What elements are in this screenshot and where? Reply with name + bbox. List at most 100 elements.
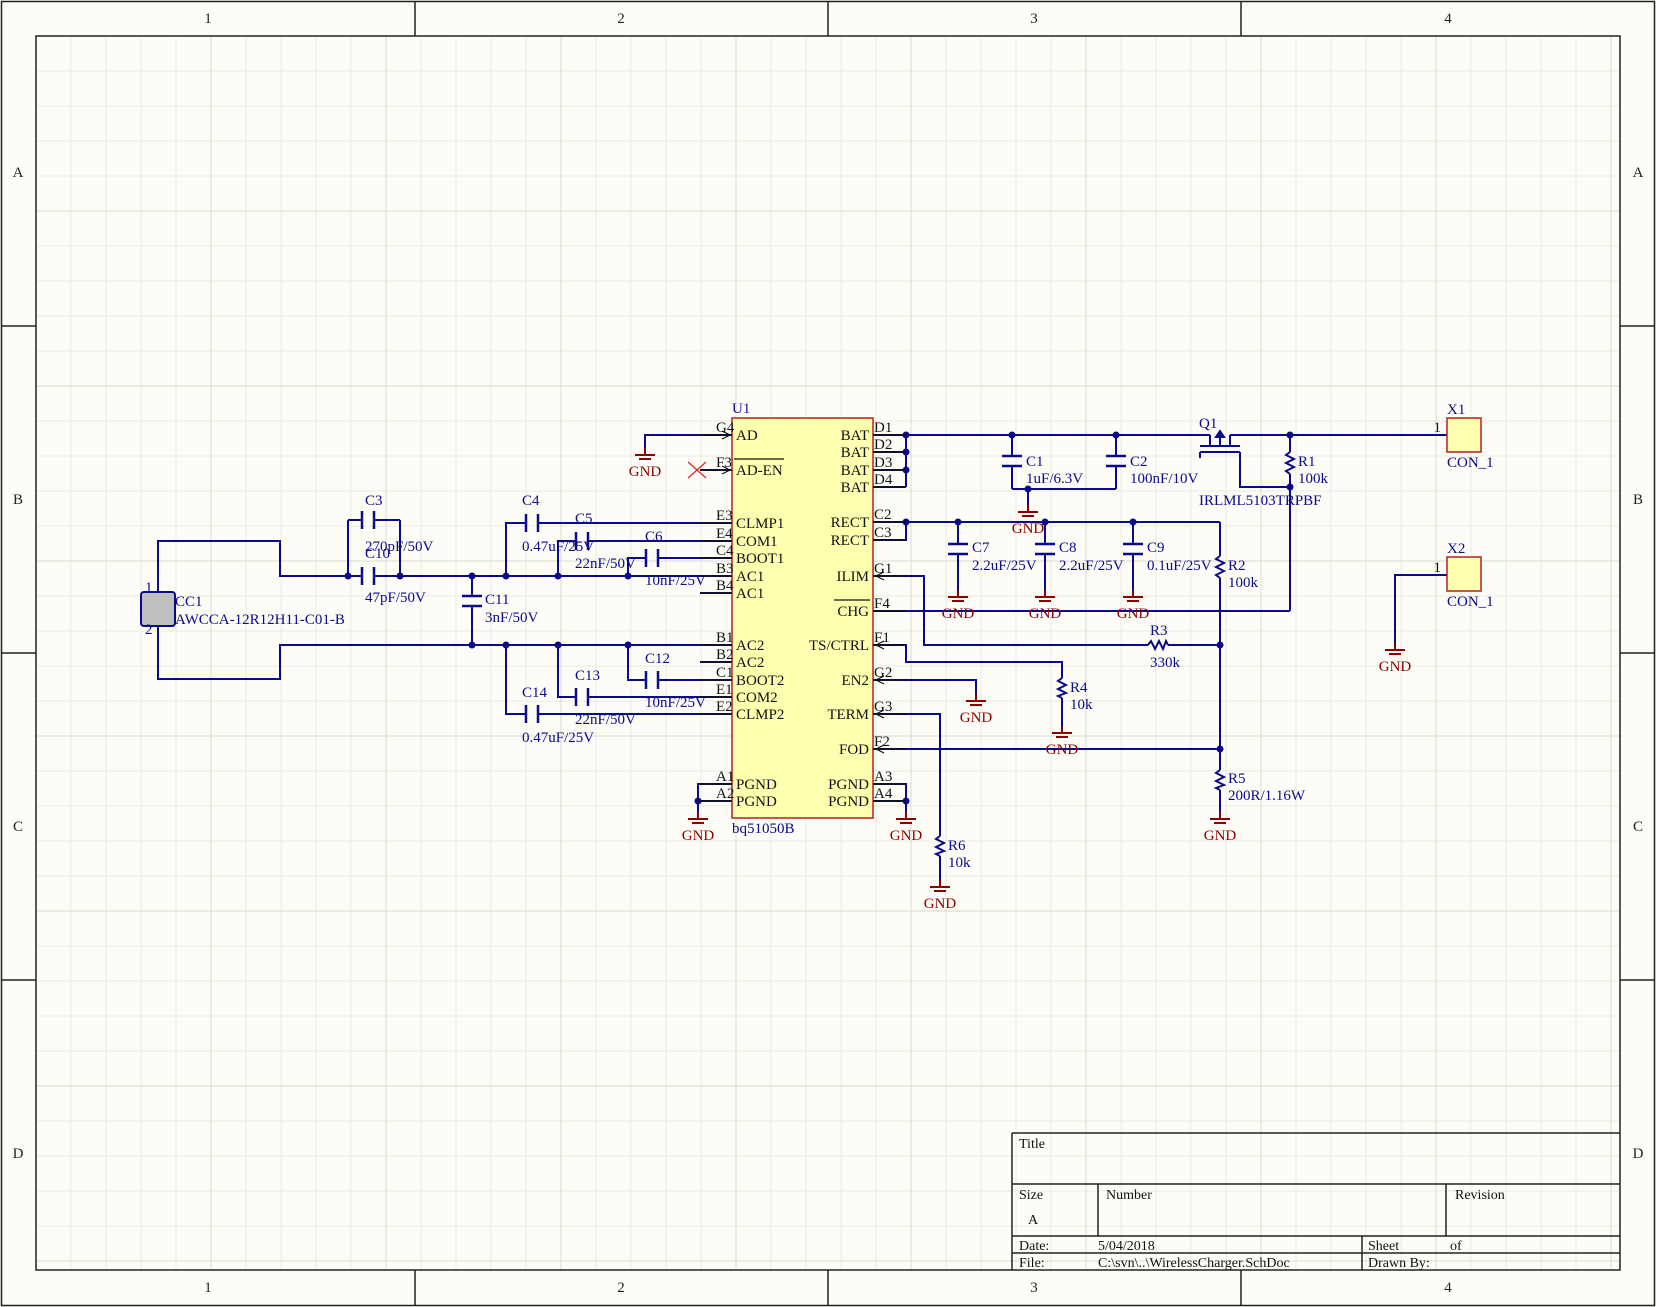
ic-left-pin-number: C1	[716, 665, 734, 681]
x2-part: CON_1	[1447, 594, 1494, 610]
c11-value: 3nF/50V	[485, 610, 539, 626]
ic-right-pin-number: G1	[874, 561, 892, 577]
ground-label: GND	[1046, 742, 1079, 758]
c9-value: 0.1uF/25V	[1147, 558, 1212, 574]
ic-left-pin-name: BOOT2	[736, 673, 784, 689]
ground-label: GND	[1379, 659, 1412, 675]
ic-right-pin-name: TERM	[827, 707, 869, 723]
x1-pin-number: 1	[1434, 420, 1442, 436]
zone-row-c-left: C	[13, 819, 23, 835]
ic-right-pin-number: A4	[874, 786, 893, 802]
ic-left-pin-number: E4	[716, 526, 733, 542]
ground-label: GND	[924, 896, 957, 912]
ic-left-pin-number: B2	[716, 647, 734, 663]
tb-revision-label: Revision	[1455, 1188, 1505, 1203]
no-connect-marker	[687, 461, 707, 479]
c5-value: 22nF/50V	[575, 556, 636, 572]
r5-ref: R5	[1228, 771, 1246, 787]
resistor-symbols	[933, 451, 1297, 857]
ic-left-pin-name: BOOT1	[736, 551, 784, 567]
ic-left-pin-number: E2	[716, 699, 733, 715]
ic-u1-body[interactable]	[731, 417, 874, 819]
ic-right-pin-number: F2	[874, 734, 890, 750]
r3-ref: R3	[1150, 623, 1168, 639]
r5-value: 200R/1.16W	[1228, 788, 1306, 804]
x1-ref: X1	[1447, 402, 1465, 418]
c12-value: 10nF/25V	[645, 695, 706, 711]
c12-ref: C12	[645, 651, 670, 667]
zone-col-2-top: 2	[617, 11, 625, 27]
ic-left-pin-name: AD	[736, 428, 758, 444]
ic-right-pin-name: BAT	[841, 428, 869, 444]
ground-label: GND	[960, 710, 993, 726]
ground-label: GND	[682, 828, 715, 844]
zone-col-1-top: 1	[204, 11, 212, 27]
ic-right-pin-number: G2	[874, 665, 892, 681]
c7-ref: C7	[972, 540, 990, 556]
c2-value: 100nF/10V	[1130, 471, 1199, 487]
zone-col-3-bottom: 3	[1030, 1280, 1038, 1296]
ic-right-pin-number: D2	[874, 437, 892, 453]
c5-ref: C5	[575, 511, 593, 527]
tb-drawn-label: Drawn By:	[1368, 1256, 1430, 1271]
ic-right-pin-name: BAT	[841, 445, 869, 461]
c8-value: 2.2uF/25V	[1059, 558, 1124, 574]
ic-right-pin-name: RECT	[831, 515, 869, 531]
coil-cc1-body[interactable]	[140, 591, 176, 627]
ground-label: GND	[1012, 521, 1045, 537]
ground-label: GND	[1117, 606, 1150, 622]
zone-col-4-top: 4	[1444, 11, 1452, 27]
ic-right-pin-name: RECT	[831, 533, 869, 549]
ic-left-pin-name: PGND	[736, 777, 777, 793]
ic-pin-stubs	[700, 430, 906, 802]
ic-right-pin-number: C2	[874, 507, 892, 523]
zone-col-2-bottom: 2	[617, 1280, 625, 1296]
title-block-lines	[1011, 1132, 1620, 1270]
c4-ref: C4	[522, 493, 540, 509]
ic-right-pin-name: ILIM	[837, 569, 870, 585]
ic-left-pin-number: E3	[716, 508, 733, 524]
c14-ref: C14	[522, 685, 548, 701]
ic-left-pin-number: B3	[716, 561, 734, 577]
connector-x1-body[interactable]	[1446, 417, 1482, 453]
u1-designator: U1	[732, 401, 750, 417]
r1-value: 100k	[1298, 471, 1329, 487]
zone-row-b-right: B	[1633, 492, 1643, 508]
tb-date-value: 5/04/2018	[1098, 1239, 1155, 1254]
ic-left-pin-number: B4	[716, 578, 734, 594]
connector-x2-body[interactable]	[1446, 556, 1482, 592]
q1-part: IRLML5103TRPBF	[1199, 493, 1322, 509]
u1-part: bq51050B	[732, 821, 795, 837]
zone-col-4-bottom: 4	[1444, 1280, 1452, 1296]
coil-pin1: 1	[145, 580, 153, 596]
ground-label: GND	[942, 606, 975, 622]
tb-size-value: A	[1028, 1213, 1039, 1228]
zone-col-3-top: 3	[1030, 11, 1038, 27]
r3-value: 330k	[1150, 655, 1181, 671]
tb-date-label: Date:	[1019, 1239, 1049, 1254]
zone-row-d-left: D	[13, 1146, 24, 1162]
ic-left-pin-number: F3	[716, 455, 732, 471]
ic-left-pin-name: AC1	[736, 586, 764, 602]
ic-right-pin-number: F1	[874, 630, 890, 646]
c6-value: 10nF/25V	[645, 573, 706, 589]
sheet-grid	[35, 35, 1620, 1270]
tb-number-label: Number	[1106, 1188, 1152, 1203]
cc1-designator: CC1	[175, 594, 203, 610]
ic-right-pin-number: F4	[874, 596, 890, 612]
c11-ref: C11	[485, 592, 509, 608]
x2-ref: X2	[1447, 541, 1465, 557]
zone-row-a-left: A	[13, 165, 24, 181]
ic-left-pin-name: PGND	[736, 794, 777, 810]
ic-left-pin-name: CLMP1	[736, 516, 784, 532]
c10-value: 47pF/50V	[365, 590, 426, 606]
ic-left-pin-name: COM1	[736, 534, 778, 550]
c13-value: 22nF/50V	[575, 712, 636, 728]
c4-value: 0.47uF/25V	[522, 539, 594, 555]
ic-right-pin-name: PGND	[828, 777, 869, 793]
q1-ref: Q1	[1199, 416, 1217, 432]
ic-left-pin-name: AC2	[736, 638, 764, 654]
